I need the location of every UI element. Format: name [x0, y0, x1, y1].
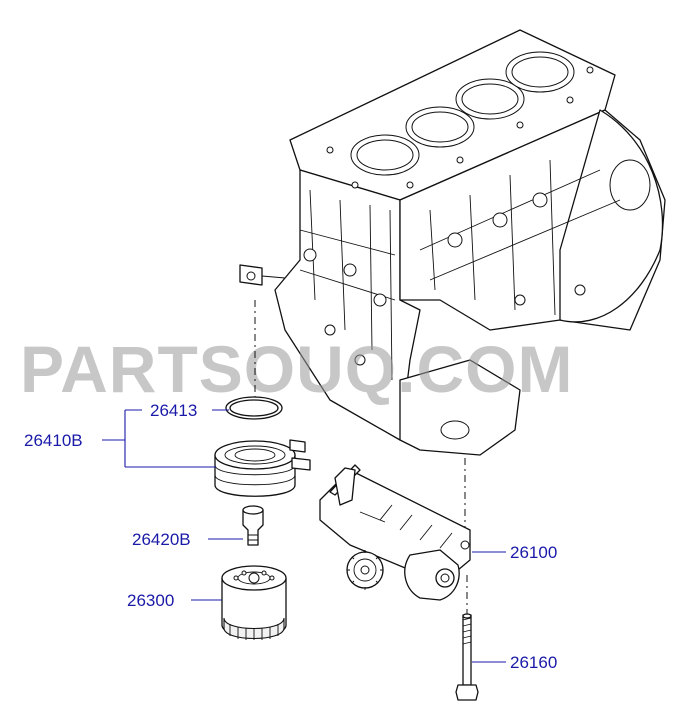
part-label-26300[interactable]: 26300 — [127, 591, 174, 610]
part-label-26413[interactable]: 26413 — [150, 401, 197, 420]
partsouq-watermark: PARTSOUQ.COM — [20, 332, 573, 406]
fitting-part[interactable] — [242, 505, 264, 546]
oil-cooler-part[interactable] — [214, 439, 311, 497]
bolt-part[interactable] — [455, 613, 479, 701]
part-label-26160[interactable]: 26160 — [510, 653, 557, 672]
o-ring-part[interactable] — [225, 396, 283, 420]
part-label-26420B[interactable]: 26420B — [132, 530, 191, 549]
leader-lines — [102, 409, 506, 663]
oil-filter-part[interactable] — [221, 565, 287, 640]
part-label-26100[interactable]: 26100 — [510, 543, 557, 562]
oil-pump-part[interactable] — [319, 464, 471, 601]
part-label-26410B[interactable]: 26410B — [24, 431, 83, 450]
engine-block-illustration — [239, 29, 666, 456]
